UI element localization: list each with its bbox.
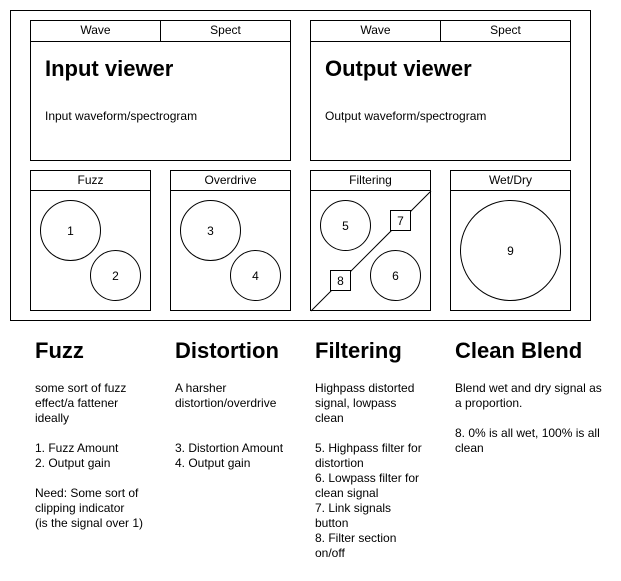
desc-line: 4. Output gain bbox=[175, 456, 251, 470]
lowpass-filter-knob[interactable]: 6 bbox=[370, 250, 421, 301]
output-viewer-subtitle: Output waveform/spectrogram bbox=[325, 109, 487, 123]
filtering-section: Filtering 5 6 7 8 bbox=[310, 170, 432, 312]
desc-line: Blend wet and dry signal as bbox=[455, 381, 602, 395]
desc-line bbox=[175, 426, 310, 441]
desc-line bbox=[175, 411, 310, 426]
desc-line: 8. 0% is all wet, 100% is all bbox=[455, 426, 600, 440]
filtering-section-label: Filtering bbox=[311, 171, 430, 191]
desc-line: 1. Fuzz Amount bbox=[35, 441, 119, 455]
distortion-desc-title: Distortion bbox=[175, 338, 279, 363]
fuzz-desc-title: Fuzz bbox=[35, 338, 84, 363]
fuzz-output-gain-knob[interactable]: 2 bbox=[90, 250, 141, 301]
desc-line: 5. Highpass filter for bbox=[315, 441, 422, 455]
desc-line: ideally bbox=[35, 411, 70, 425]
input-viewer-subtitle: Input waveform/spectrogram bbox=[45, 109, 198, 123]
fuzz-section-label: Fuzz bbox=[31, 171, 150, 191]
desc-line: distortion/overdrive bbox=[175, 396, 277, 410]
input-viewer: Wave Spect Input viewer Input waveform/s… bbox=[30, 20, 291, 161]
fuzz-section: Fuzz 1 2 bbox=[30, 170, 151, 311]
desc-line: 2. Output gain bbox=[35, 456, 111, 470]
desc-line: a proportion. bbox=[455, 396, 523, 410]
filter-divider-line bbox=[310, 190, 432, 312]
desc-line: clipping indicator bbox=[35, 501, 125, 515]
tab-output-wave[interactable]: Wave bbox=[360, 23, 391, 37]
desc-line: effect/a fattener bbox=[35, 396, 119, 410]
desc-line: 6. Lowpass filter for bbox=[315, 471, 420, 485]
desc-line bbox=[35, 471, 170, 486]
output-viewer-tabs: Wave Spect bbox=[311, 21, 570, 42]
desc-line bbox=[35, 426, 170, 441]
output-viewer: Wave Spect Output viewer Output waveform… bbox=[310, 20, 571, 161]
desc-line: on/off bbox=[315, 546, 345, 560]
desc-line: clean signal bbox=[315, 486, 379, 500]
fuzz-amount-knob[interactable]: 1 bbox=[40, 200, 101, 261]
highpass-filter-knob[interactable]: 5 bbox=[320, 200, 371, 251]
wetdry-section-label: Wet/Dry bbox=[451, 171, 570, 191]
filter-on-off-button[interactable]: 8 bbox=[330, 270, 351, 291]
desc-line: some sort of fuzz bbox=[35, 381, 127, 395]
desc-line bbox=[315, 426, 450, 441]
wet-dry-knob[interactable]: 9 bbox=[460, 200, 561, 301]
overdrive-section-label: Overdrive bbox=[171, 171, 290, 191]
input-viewer-tabs: Wave Spect bbox=[31, 21, 290, 42]
desc-line: clean bbox=[315, 411, 344, 425]
desc-line: A harsher bbox=[175, 381, 227, 395]
desc-line bbox=[455, 411, 615, 426]
filtering-desc-title: Filtering bbox=[315, 338, 402, 363]
wetdry-section: Wet/Dry 9 bbox=[450, 170, 571, 311]
desc-line: signal, lowpass bbox=[315, 396, 397, 410]
tab-output-spect[interactable]: Spect bbox=[440, 21, 570, 41]
desc-line: distortion bbox=[315, 456, 364, 470]
output-viewer-title: Output viewer bbox=[325, 56, 472, 81]
desc-line: 3. Distortion Amount bbox=[175, 441, 284, 455]
distortion-amount-knob[interactable]: 3 bbox=[180, 200, 241, 261]
desc-line: 8. Filter section bbox=[315, 531, 397, 545]
desc-line: Need: Some sort of bbox=[35, 486, 139, 500]
overdrive-output-gain-knob[interactable]: 4 bbox=[230, 250, 281, 301]
clean-blend-desc-title: Clean Blend bbox=[455, 338, 583, 363]
plugin-frame bbox=[10, 10, 591, 321]
desc-line: 7. Link signals bbox=[315, 501, 392, 515]
tab-input-wave[interactable]: Wave bbox=[80, 23, 111, 37]
desc-line: Highpass distorted bbox=[315, 381, 415, 395]
tab-input-spect[interactable]: Spect bbox=[160, 21, 290, 41]
input-viewer-title: Input viewer bbox=[45, 56, 174, 81]
desc-line: clean bbox=[455, 441, 484, 455]
link-signals-button[interactable]: 7 bbox=[390, 210, 411, 231]
desc-line: (is the signal over 1) bbox=[35, 516, 144, 530]
overdrive-section: Overdrive 3 4 bbox=[170, 170, 291, 311]
desc-line: button bbox=[315, 516, 349, 530]
